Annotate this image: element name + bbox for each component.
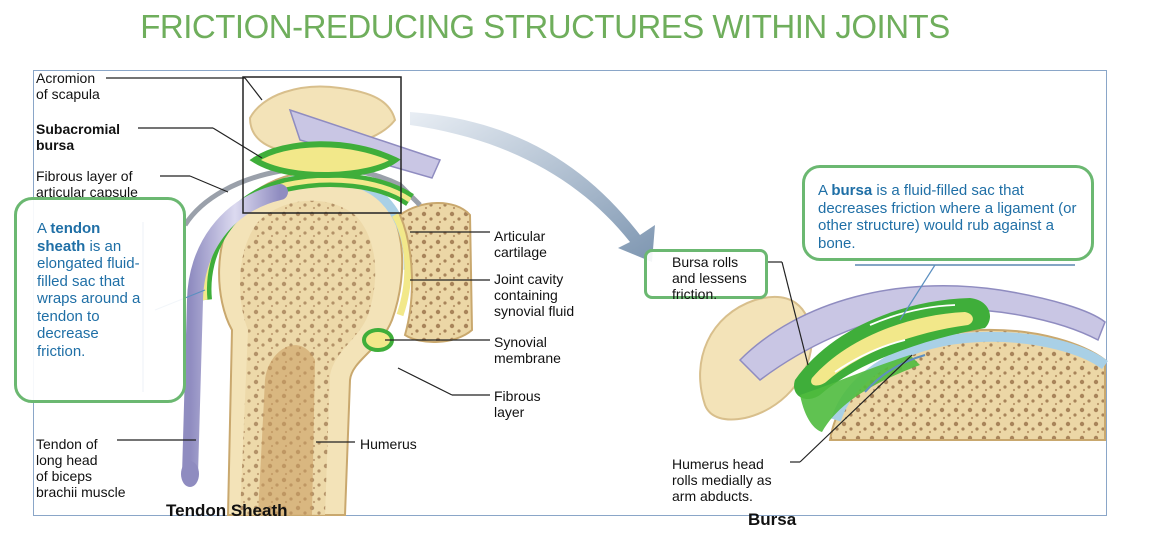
label-joint-cavity: Joint cavity containing synovial fluid (494, 271, 575, 319)
tendon-sheath-callout-text: A tendon sheath is an elongated fluid-fi… (37, 220, 141, 360)
label-humerus-head: Humerus head rolls medially as arm abduc… (672, 456, 772, 504)
subacromial-bursa-left (249, 141, 401, 179)
caption-tendon-sheath: Tendon Sheath (166, 501, 288, 520)
zoom-arrow (410, 112, 655, 262)
head-roll-arrow (864, 354, 926, 393)
bursa-rolls-callout (644, 249, 768, 299)
glenoid-scapula (398, 202, 474, 343)
label-acromion: Acromion of scapula (36, 70, 100, 102)
coracoacromial-ligament (288, 108, 442, 179)
bursa-callout-text: A bursa is a fluid-filled sac that decre… (818, 182, 1077, 252)
tendon-sheath-callout (14, 197, 186, 403)
left-shoulder-illustration (181, 76, 474, 516)
joint-cavity (391, 213, 412, 317)
caption-bursa: Bursa (748, 510, 797, 529)
page-title: FRICTION-REDUCING STRUCTURES WITHIN JOIN… (140, 8, 950, 45)
label-biceps-tendon: Tendon of long head of biceps brachii mu… (36, 436, 126, 500)
right-bursa-illustration (699, 285, 1108, 441)
label-subacromial-bursa: Subacromial bursa (36, 121, 121, 153)
label-fibrous-capsule: Fibrous layer of articular capsule (36, 168, 138, 200)
bursa-callout (802, 165, 1094, 261)
roll-arrow-lower (834, 339, 906, 373)
biceps-tendon-end (181, 461, 199, 487)
bursa-keyword: bursa (831, 182, 873, 199)
label-bursa-rolls: Bursa rolls and lessens friction. (672, 254, 747, 302)
biceps-tendon (182, 184, 288, 483)
label-synovial-membrane: Synovial membrane (494, 334, 561, 366)
zoom-box (242, 76, 402, 214)
tendon-sheath-keyword: tendon sheath (37, 220, 101, 255)
bursa-lower-layer (800, 355, 920, 432)
roll-arrow-upper (869, 304, 956, 326)
label-humerus: Humerus (360, 436, 417, 452)
label-articular-cartilage: Articular cartilage (494, 228, 547, 260)
medullary-cavity (258, 345, 315, 515)
label-fibrous-layer: Fibrous layer (494, 388, 541, 420)
bursa-right-fluid (811, 312, 973, 386)
